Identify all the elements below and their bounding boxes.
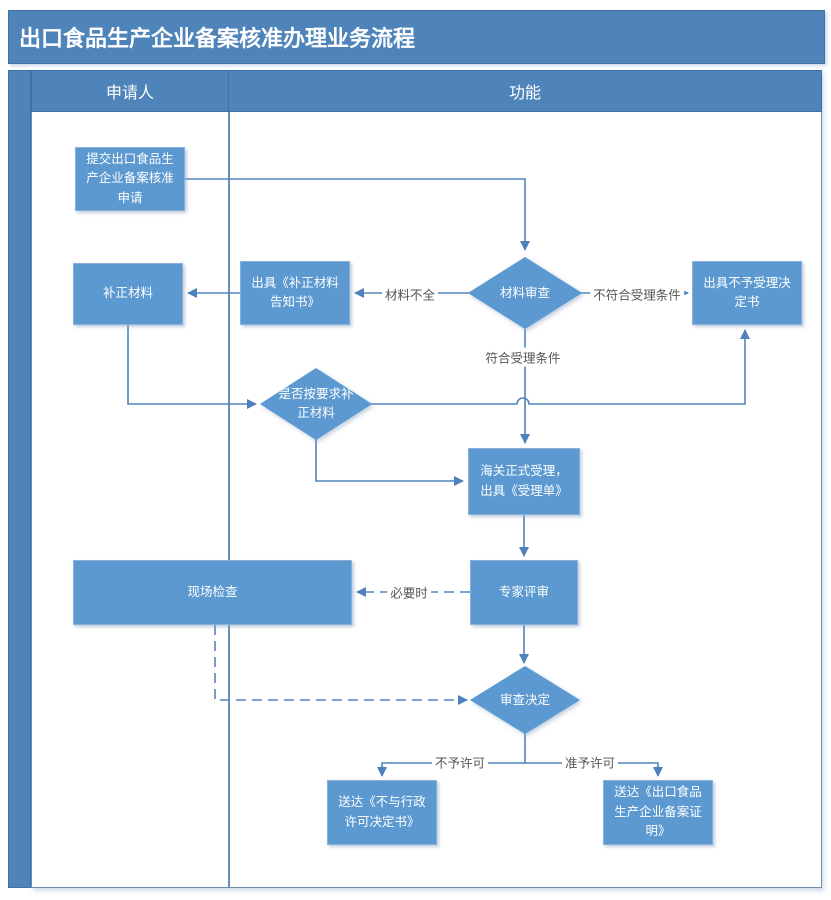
node-material-review: 材料审查 — [468, 257, 582, 329]
node-submit-application-label: 提交出口食品生产企业备案核准申请 — [86, 151, 174, 205]
node-supplement-materials-label: 补正材料 — [102, 286, 153, 301]
diagram-title: 出口食品生产企业备案核准办理业务流程 — [19, 26, 416, 51]
node-material-review-label: 材料审查 — [499, 285, 550, 300]
edge-label-incomplete: 材料不全 — [381, 284, 439, 304]
node-supplement-materials: 补正材料 — [73, 263, 183, 325]
lane-header-applicant-label: 申请人 — [105, 85, 154, 102]
node-deliver-no-permit-label: 送达《不与行政许可决定书》 — [338, 795, 426, 829]
node-onsite-inspection-label: 现场检查 — [187, 584, 238, 599]
edge-label-grant: 准予许可 — [561, 752, 619, 772]
node-submit-application: 提交出口食品生产企业备案核准申请 — [75, 147, 185, 211]
lane-header-applicant: 申请人 — [31, 70, 229, 112]
node-expert-review: 专家评审 — [470, 560, 578, 625]
node-material-review-shape: 材料审查 — [468, 257, 582, 329]
node-supplement-as-required-label: 是否按要求补正材料 — [278, 387, 354, 420]
edge-label-deny: 不予许可 — [431, 752, 489, 772]
diagram-title-bar: 出口食品生产企业备案核准办理业务流程 — [8, 10, 825, 64]
node-customs-accept-label: 海关正式受理，出具《受理单》 — [480, 464, 568, 498]
node-expert-review-label: 专家评审 — [498, 584, 549, 599]
node-review-decision: 审查决定 — [470, 666, 580, 734]
node-issue-supplement-notice: 出具《补正材料告知书》 — [240, 261, 350, 325]
node-issue-supplement-notice-label: 出具《补正材料告知书》 — [251, 275, 339, 309]
lane-divider — [228, 112, 230, 888]
edge-label-meet: 符合受理条件 — [482, 347, 564, 367]
node-supplement-as-required-shape: 是否按要求补正材料 — [260, 368, 372, 440]
node-supplement-as-required: 是否按要求补正材料 — [260, 368, 372, 440]
node-deliver-certificate: 送达《出口食品生产企业备案证明》 — [603, 780, 713, 845]
node-deliver-no-permit: 送达《不与行政许可决定书》 — [327, 780, 437, 845]
edge-label-not-meet: 不符合受理条件 — [590, 284, 684, 304]
left-process-band — [8, 70, 31, 888]
lane-header-function-label: 功能 — [508, 85, 541, 102]
node-review-decision-label: 审查决定 — [499, 692, 550, 707]
node-deliver-certificate-label: 送达《出口食品生产企业备案证明》 — [614, 785, 702, 839]
node-review-decision-shape: 审查决定 — [470, 666, 580, 734]
lane-header-function: 功能 — [228, 70, 822, 112]
edge-label-when-necessary: 必要时 — [387, 582, 431, 602]
node-issue-rejection-decision: 出具不予受理决定书 — [692, 261, 802, 325]
node-customs-accept: 海关正式受理，出具《受理单》 — [468, 448, 580, 515]
node-onsite-inspection: 现场检查 — [73, 560, 352, 625]
node-issue-rejection-decision-label: 出具不予受理决定书 — [703, 275, 791, 309]
